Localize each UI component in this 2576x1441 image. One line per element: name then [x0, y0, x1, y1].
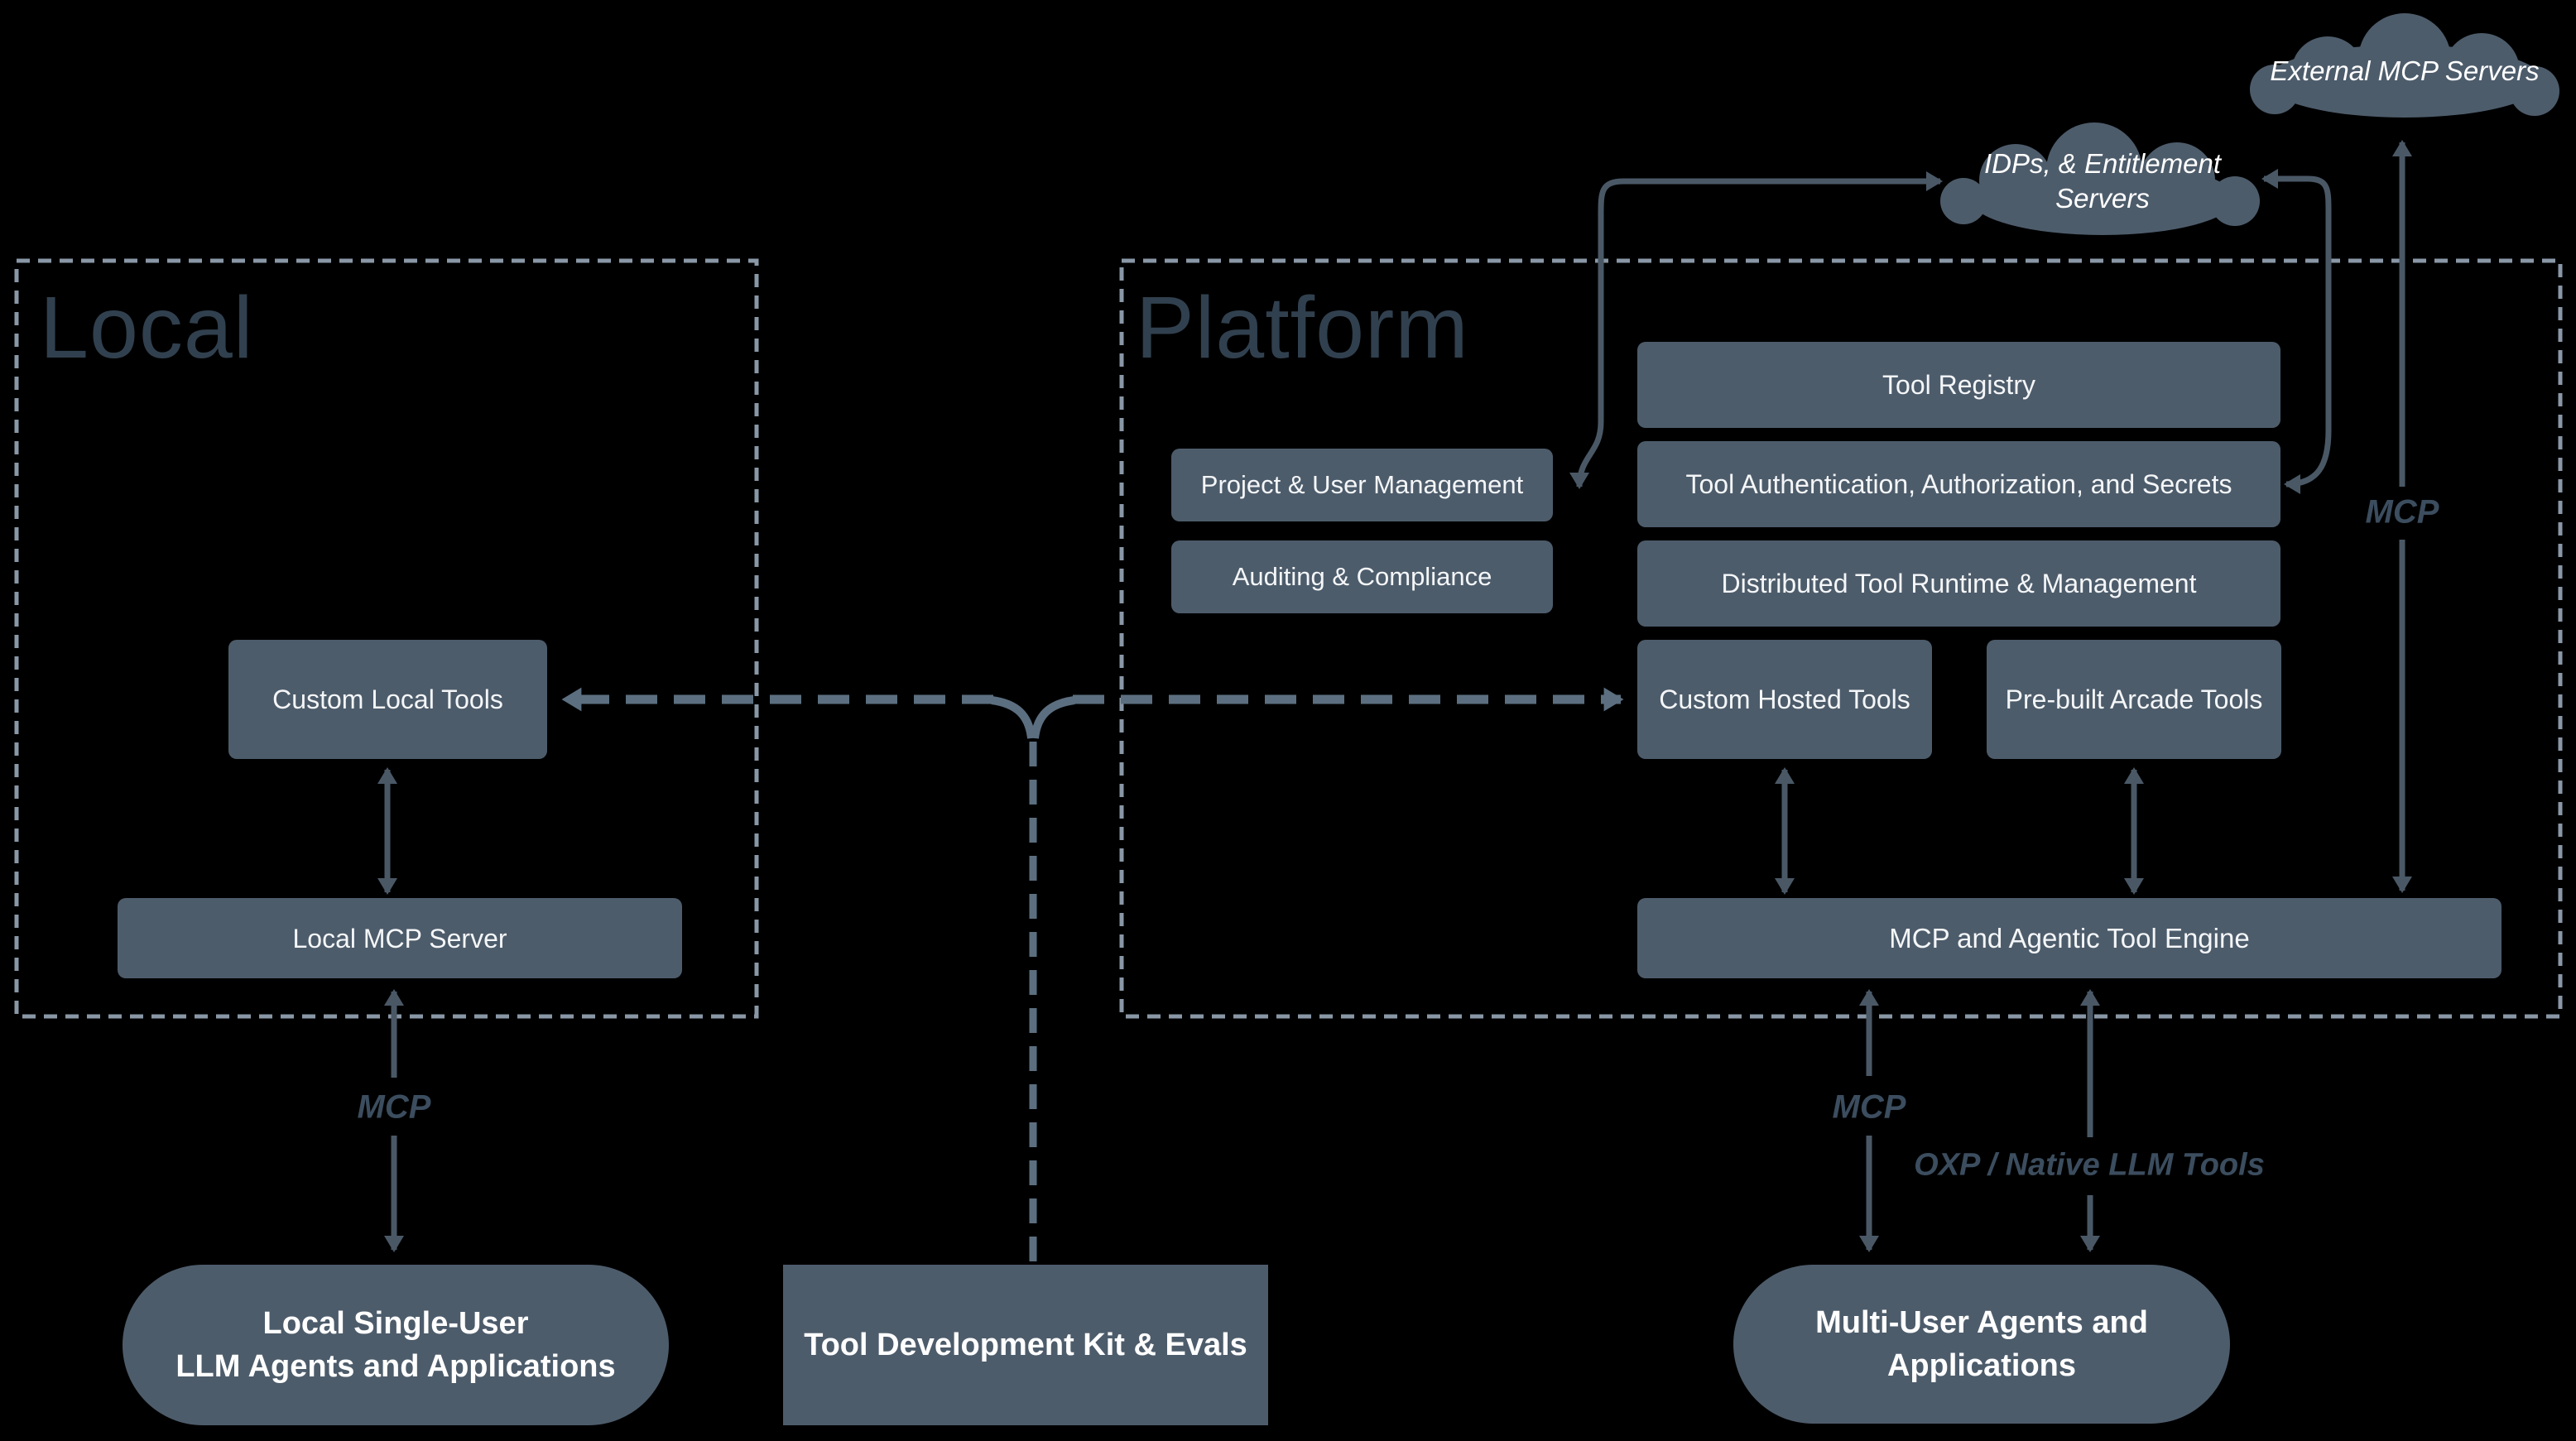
local-region-title: Local [40, 279, 254, 377]
custom-local-tools-box: Custom Local Tools [228, 640, 547, 759]
idps-label-line2: Servers [2055, 183, 2150, 214]
idps-entitlement-label: IDPs, & Entitlement Servers [1984, 147, 2221, 216]
local-agents-line2: LLM Agents and Applications [175, 1349, 616, 1384]
tool-development-kit-box: Tool Development Kit & Evals [783, 1265, 1268, 1425]
platform-region-title: Platform [1136, 279, 1469, 377]
external-mcp-servers-label: External MCP Servers [2270, 55, 2540, 86]
arrow-idps-project-mgmt [1569, 171, 1943, 489]
tool-auth-box: Tool Authentication, Authorization, and … [1637, 441, 2280, 527]
mcp-label-local: MCP [357, 1088, 431, 1126]
prebuilt-arcade-tools-box: Pre-built Arcade Tools [1987, 640, 2281, 759]
distributed-runtime-box: Distributed Tool Runtime & Management [1637, 540, 2280, 627]
mcp-agentic-tool-engine-box: MCP and Agentic Tool Engine [1637, 898, 2502, 978]
oxp-label: OXP / Native LLM Tools [1914, 1147, 2265, 1183]
tool-registry-box: Tool Registry [1637, 342, 2280, 428]
local-agents-line1: Local Single-User [262, 1305, 529, 1341]
cloud-shape [1940, 122, 2260, 235]
auditing-compliance-box: Auditing & Compliance [1171, 540, 1553, 613]
local-single-user-agents-oval: Local Single-User LLM Agents and Applica… [123, 1265, 669, 1425]
idps-label-line1: IDPs, & Entitlement [1983, 147, 2222, 179]
dashed-junction-curve-left [991, 696, 1036, 739]
multi-user-agents-oval: Multi-User Agents and Applications [1733, 1265, 2230, 1424]
idps-entitlement-cloud [1937, 122, 2268, 247]
multi-user-line2: Applications [1886, 1348, 2077, 1383]
mcp-label-platform: MCP [1832, 1088, 1906, 1126]
external-mcp-servers-cloud [2235, 8, 2574, 131]
mcp-label-external: MCP [2365, 493, 2439, 531]
project-user-management-box: Project & User Management [1171, 449, 1553, 521]
cloud-shape [2250, 13, 2559, 118]
arrow-idps-tool-auth [2261, 169, 2332, 494]
dashed-junction-curve-right [1031, 696, 1075, 739]
local-mcp-server-box: Local MCP Server [118, 898, 682, 978]
local-region-border [14, 258, 759, 1019]
custom-hosted-tools-box: Custom Hosted Tools [1637, 640, 1932, 759]
multi-user-line1: Multi-User Agents and [1815, 1304, 2148, 1340]
